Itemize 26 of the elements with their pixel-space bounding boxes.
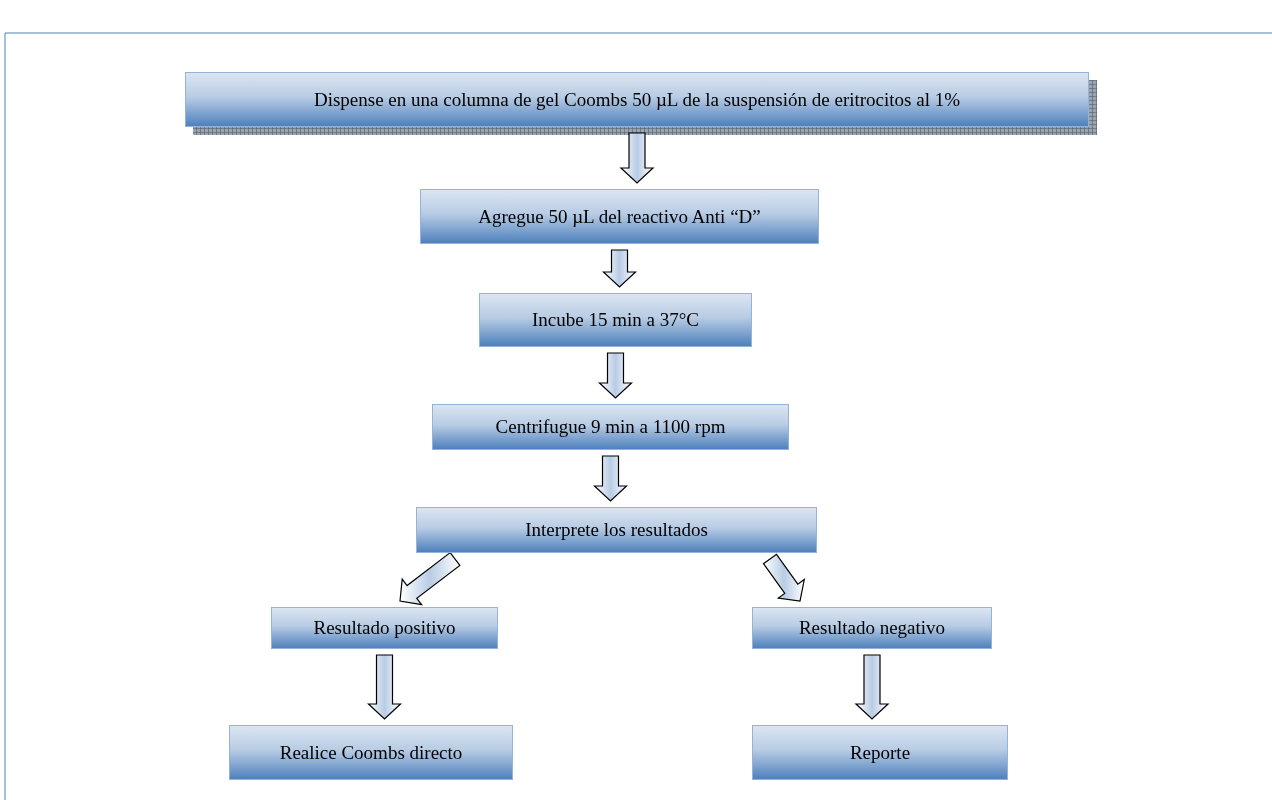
step-text: Incube 15 min a 37°C	[531, 309, 700, 331]
block-arrow	[619, 132, 655, 184]
process-box	[479, 293, 752, 347]
process-box	[416, 507, 817, 553]
step-text: Centrifugue 9 min a 1100 rpm	[494, 416, 727, 438]
process-box	[185, 72, 1089, 127]
block-arrow	[367, 654, 402, 720]
block-arrow	[593, 455, 628, 502]
block-arrow	[854, 654, 890, 720]
process-box	[752, 725, 1008, 780]
process-box	[229, 725, 513, 780]
step-text: Dispense en una columna de gel Coombs 50 µL de la suspensión de eritrocitos al 1%	[312, 88, 962, 111]
step-text: Agregue 50 µL del reactivo Anti “D”	[477, 205, 762, 228]
process-box	[752, 607, 992, 649]
process-box	[420, 189, 819, 244]
block-arrow	[762, 553, 806, 602]
step-text: Resultado negativo	[797, 617, 947, 639]
process-box	[432, 404, 789, 450]
block-arrow	[399, 551, 461, 606]
step-text: Reporte	[848, 741, 912, 764]
block-arrow	[598, 352, 633, 399]
block-arrow	[602, 249, 637, 288]
step-text: Realice Coombs directo	[278, 741, 464, 764]
step-text: Interprete los resultados	[524, 519, 709, 541]
step-text: Resultado positivo	[312, 617, 457, 639]
process-box	[271, 607, 498, 649]
